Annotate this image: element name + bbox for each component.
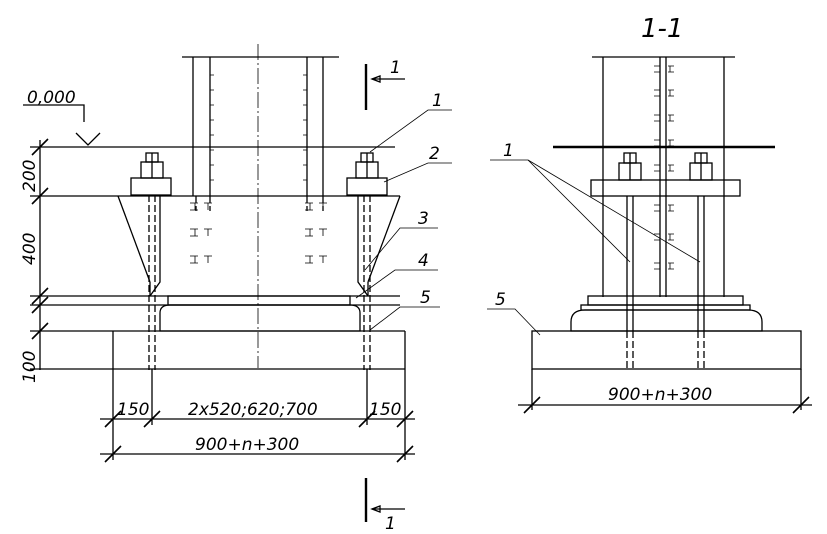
right-anchor-bolt xyxy=(346,152,388,370)
section-foundation-block xyxy=(531,330,802,370)
callout-3: 3 xyxy=(418,209,429,229)
section-callout-1: 1 xyxy=(503,141,514,161)
elevation-label: 0,000 xyxy=(27,88,76,108)
dim-150-left: 150 xyxy=(117,400,149,420)
grout-bed xyxy=(159,304,361,332)
callout-1: 1 xyxy=(432,91,443,111)
dim-spacing: 2x520;620;700 xyxy=(188,400,318,420)
front-view: 1 0,000 xyxy=(20,44,452,534)
dim-200: 200 xyxy=(20,160,40,192)
callout-2: 2 xyxy=(429,144,440,164)
dim-400: 400 xyxy=(20,233,40,265)
foundation-block xyxy=(112,331,406,369)
section-mark-top: 1 xyxy=(390,58,401,78)
section-grout-bed xyxy=(570,309,763,332)
section-view: 1-1 xyxy=(487,14,812,414)
section-column-marks xyxy=(654,65,674,270)
dim-150-right: 150 xyxy=(369,400,401,420)
callout-5: 5 xyxy=(420,288,431,308)
section-title: 1-1 xyxy=(641,14,683,44)
column-ticks xyxy=(210,74,307,181)
section-dim-total: 900+n+300 xyxy=(608,385,712,405)
dim-100: 100 xyxy=(20,351,40,383)
section-bolt-right xyxy=(689,152,713,370)
callout-4: 4 xyxy=(418,251,429,271)
embedded-marks xyxy=(190,196,327,264)
section-mark-bottom: 1 xyxy=(385,514,396,534)
section-callout-5: 5 xyxy=(495,290,506,310)
left-anchor-bolt xyxy=(130,152,172,370)
dim-total: 900+n+300 xyxy=(195,435,299,455)
